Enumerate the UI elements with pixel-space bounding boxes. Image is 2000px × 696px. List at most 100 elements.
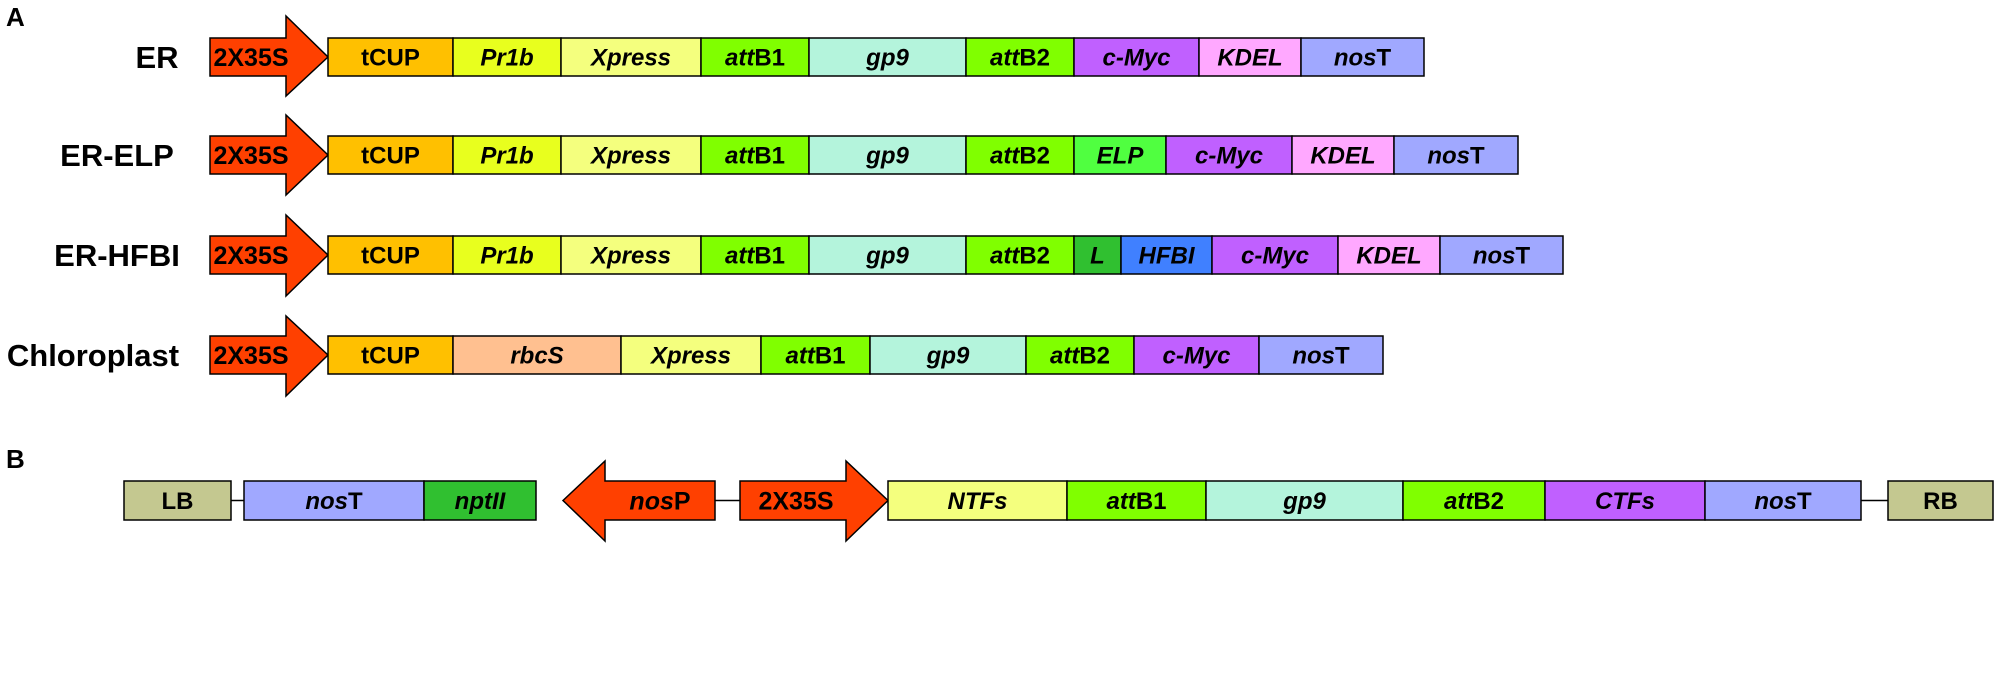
tcup-box bbox=[327, 235, 454, 275]
element-label-part: ELP bbox=[1097, 143, 1145, 170]
element-label-part: Pr1b bbox=[480, 143, 533, 170]
elp-box bbox=[1073, 135, 1167, 175]
2x35s-promoter-arrow bbox=[209, 14, 330, 98]
kdel-box bbox=[1337, 235, 1441, 275]
l-box bbox=[1073, 235, 1122, 275]
element-label: 2X35S bbox=[213, 44, 288, 72]
element-label: KDEL bbox=[1217, 45, 1282, 72]
element-label-part: tCUP bbox=[361, 143, 420, 170]
element-label: CTFs bbox=[1595, 488, 1655, 515]
element-label-part: T bbox=[1470, 143, 1485, 170]
element-label-part: T bbox=[1377, 45, 1392, 72]
attb1-box bbox=[1066, 480, 1207, 521]
element-label-part: rbcS bbox=[510, 343, 563, 370]
element-label-part: att bbox=[725, 45, 755, 72]
element-label-part: att bbox=[725, 243, 755, 270]
element-label-part: nos bbox=[1292, 343, 1335, 370]
xpress-box bbox=[560, 235, 702, 275]
element-label: c-Myc bbox=[1162, 343, 1230, 370]
rbcs-box bbox=[452, 335, 622, 375]
element-label-part: gp9 bbox=[865, 45, 909, 72]
element-label: attB2 bbox=[1444, 488, 1504, 515]
nost-box bbox=[1439, 235, 1564, 275]
element-label-part: T bbox=[348, 488, 363, 515]
element-label: attB1 bbox=[725, 143, 785, 170]
element-label-part: c-Myc bbox=[1162, 343, 1230, 370]
element-label-part: c-Myc bbox=[1102, 45, 1170, 72]
nosp-promoter-arrow bbox=[561, 459, 716, 543]
element-label: ELP bbox=[1097, 143, 1145, 170]
element-label-part: B1 bbox=[754, 45, 785, 72]
element-label-part: att bbox=[1444, 488, 1474, 515]
construct-name: ER-ELP bbox=[60, 138, 174, 173]
element-label-part: Xpress bbox=[589, 243, 671, 270]
element-label-part: tCUP bbox=[361, 243, 420, 270]
element-label-part: Xpress bbox=[649, 343, 731, 370]
element-label: tCUP bbox=[361, 45, 420, 72]
attb1-box bbox=[700, 135, 810, 175]
element-label-part: 2X35S bbox=[213, 44, 288, 72]
element-label-part: B2 bbox=[1019, 45, 1050, 72]
panel-label-a: A bbox=[6, 2, 25, 32]
element-label: nosT bbox=[1754, 488, 1812, 515]
element-label-part: att bbox=[1106, 488, 1136, 515]
kdel-box bbox=[1291, 135, 1395, 175]
element-label-part: B1 bbox=[754, 143, 785, 170]
attb2-box bbox=[965, 235, 1075, 275]
element-label: nosT bbox=[305, 488, 363, 515]
element-label: gp9 bbox=[865, 45, 909, 72]
element-label: 2X35S bbox=[213, 342, 288, 370]
element-label-part: att bbox=[725, 143, 755, 170]
element-label-part: att bbox=[990, 45, 1020, 72]
lb-box bbox=[123, 480, 232, 521]
attb2-box bbox=[965, 37, 1075, 77]
gp9-box bbox=[1205, 480, 1404, 521]
element-label-part: 2X35S bbox=[213, 242, 288, 270]
element-label-part: nos bbox=[1754, 488, 1797, 515]
nost-box bbox=[1258, 335, 1384, 375]
element-label: RB bbox=[1923, 488, 1958, 515]
element-label: L bbox=[1090, 243, 1105, 270]
element-label: attB2 bbox=[990, 45, 1050, 72]
element-label-part: c-Myc bbox=[1241, 243, 1309, 270]
element-label-part: T bbox=[1797, 488, 1812, 515]
element-label: HFBI bbox=[1139, 243, 1196, 270]
element-label: Xpress bbox=[589, 243, 671, 270]
element-label: gp9 bbox=[865, 243, 909, 270]
element-label: Xpress bbox=[589, 45, 671, 72]
element-label: c-Myc bbox=[1241, 243, 1309, 270]
element-label-part: LB bbox=[162, 488, 194, 515]
attb2-box bbox=[1402, 480, 1546, 521]
element-label-part: att bbox=[785, 343, 815, 370]
element-label-part: nos bbox=[629, 488, 674, 516]
element-label: Pr1b bbox=[480, 143, 533, 170]
nptii-box bbox=[423, 480, 537, 521]
element-label-part: CTFs bbox=[1595, 488, 1655, 515]
element-label-part: nptII bbox=[455, 488, 507, 515]
panel-label-b: B bbox=[6, 444, 25, 474]
kdel-box bbox=[1198, 37, 1302, 77]
element-label-part: B2 bbox=[1473, 488, 1504, 515]
element-label-part: HFBI bbox=[1139, 243, 1196, 270]
element-label-part: B1 bbox=[1136, 488, 1167, 515]
element-label: gp9 bbox=[1282, 488, 1326, 515]
element-label: rbcS bbox=[510, 343, 563, 370]
2x35s-promoter-arrow bbox=[739, 459, 890, 543]
element-label: attB1 bbox=[725, 243, 785, 270]
element-label-part: P bbox=[674, 488, 691, 516]
element-label-part: T bbox=[1516, 243, 1531, 270]
gp9-box bbox=[869, 335, 1027, 375]
attb1-box bbox=[700, 235, 810, 275]
element-label-part: 2X35S bbox=[213, 342, 288, 370]
element-label: nosT bbox=[1473, 243, 1531, 270]
element-label-part: B2 bbox=[1019, 143, 1050, 170]
element-label: attB2 bbox=[1050, 343, 1110, 370]
element-label-part: nos bbox=[305, 488, 348, 515]
element-label-part: B1 bbox=[754, 243, 785, 270]
rb-box bbox=[1887, 480, 1994, 521]
element-label: Xpress bbox=[649, 343, 731, 370]
element-label-part: B2 bbox=[1019, 243, 1050, 270]
construct-name: ER bbox=[135, 40, 178, 75]
element-label-part: gp9 bbox=[865, 243, 909, 270]
